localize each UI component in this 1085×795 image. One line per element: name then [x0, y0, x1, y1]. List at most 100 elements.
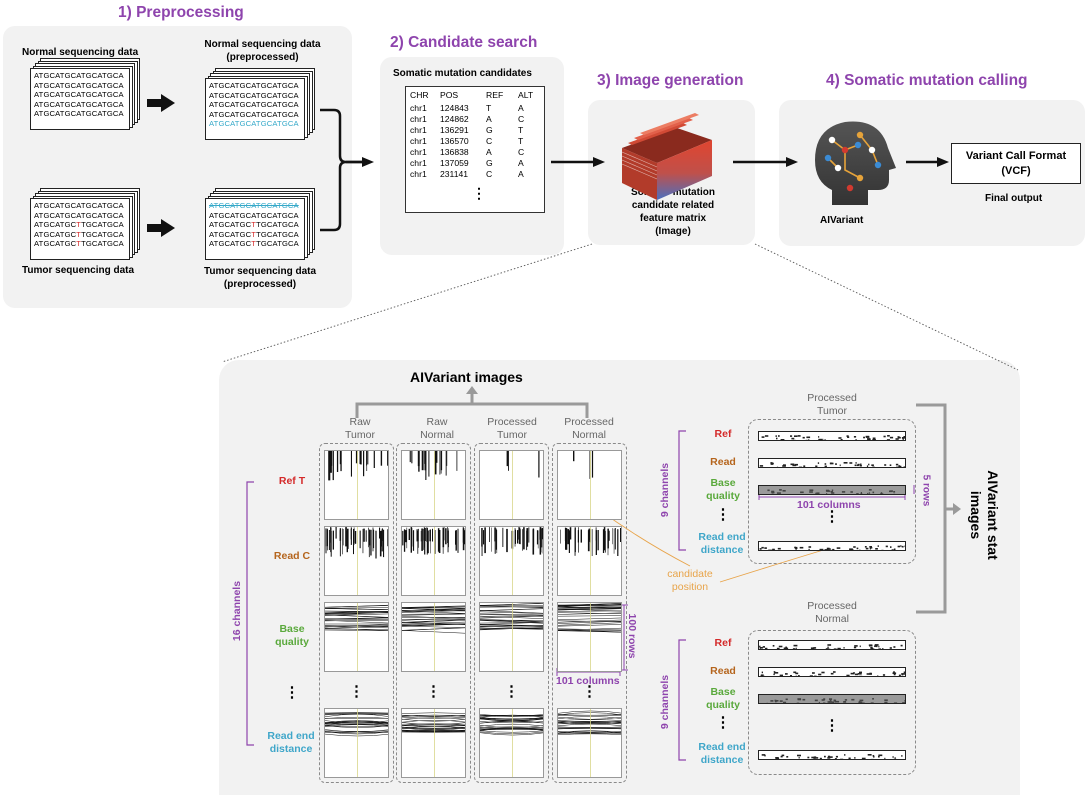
table-cell: G: [486, 125, 493, 135]
table-cell: A: [518, 169, 524, 179]
stat-channel-strip: [758, 541, 906, 551]
col-header-processed-tumor: Processed Tumor: [487, 416, 537, 441]
channel-image: [479, 602, 544, 672]
channel-image: [479, 450, 544, 520]
table-header: CHR: [410, 90, 429, 100]
candidates-title: Somatic mutation candidates: [393, 68, 532, 79]
tumor-pre-label: Tumor sequencing data (preprocessed): [203, 266, 317, 290]
candidate-search-title: 2) Candidate search: [390, 34, 538, 51]
channel-image: [479, 708, 544, 778]
somatic-calling-title: 4) Somatic mutation calling: [826, 72, 1028, 89]
table-cell: chr1: [410, 136, 427, 146]
to-candidates-arrow: [362, 157, 374, 167]
col-header-raw-normal: Raw Normal: [420, 416, 454, 441]
normal-raw-label: Normal sequencing data: [22, 47, 139, 58]
channel-image: [324, 526, 389, 596]
table-cell: chr1: [410, 158, 427, 168]
table-cell: 124843: [440, 103, 469, 113]
normal-pre-label: Normal sequencing data (preprocessed): [204, 39, 321, 63]
tumor-raw-label: Tumor sequencing data: [22, 265, 135, 276]
channel-image: [479, 526, 544, 596]
table-cell: T: [518, 125, 524, 135]
preprocess-arrows: [147, 94, 175, 237]
more-channels-indicator: ⋮: [426, 683, 441, 700]
channel-image: [324, 602, 389, 672]
channel-image: [401, 602, 466, 672]
stat-tumor-label-ref: Ref: [714, 428, 732, 440]
column-processed-tumor: [474, 443, 549, 783]
stat-channel-strip: [758, 750, 906, 760]
columns-label: 101 columns: [556, 675, 620, 687]
stat-tumor-label-read-end-distance: Read end distance: [698, 531, 746, 556]
table-cell: C: [518, 114, 525, 124]
preprocessing-title: 1) Preprocessing: [118, 4, 244, 21]
channel-label-base-quality: Base quality: [275, 623, 309, 648]
table-header: ALT: [518, 90, 534, 100]
column-raw-tumor: [319, 443, 394, 783]
normal-raw-sequences: ATGCATGCATGCATGCA ATGCATGCATGCATGCA ATGC…: [30, 58, 140, 130]
more-channels-indicator: ⋮: [582, 683, 597, 700]
table-cell: chr1: [410, 125, 427, 135]
stat-channel-strip: [758, 667, 906, 677]
column-raw-normal: [396, 443, 471, 783]
table-cell: C: [486, 136, 493, 146]
table-cell: G: [486, 158, 493, 168]
stat-tumor-label-read: Read: [710, 456, 736, 468]
table-cell: 136291: [440, 125, 469, 135]
stat-normal-label-more: ⋮: [715, 714, 731, 731]
table-header: REF: [486, 90, 504, 100]
stat-tumor-label-base-quality: Base quality: [706, 477, 740, 502]
channel-image: [401, 526, 466, 596]
col-header-processed-normal: Processed Normal: [564, 416, 614, 441]
stat-columns-label: 101 columns: [797, 499, 861, 511]
table-cell: 137059: [440, 158, 469, 168]
table-cell: C: [486, 169, 493, 179]
table-cell: A: [518, 158, 524, 168]
to-image-arrow: [593, 157, 605, 167]
table-cell: 136838: [440, 147, 469, 157]
channel-label-more: ⋮: [284, 684, 300, 701]
stat-tumor-label-more: ⋮: [715, 506, 731, 523]
stat-channel-strip: [758, 694, 906, 704]
table-cell: chr1: [410, 103, 427, 113]
stat-normal-header: Processed Normal: [807, 600, 857, 625]
table-cell: T: [486, 103, 492, 113]
channel-label-read: Read C: [273, 550, 311, 562]
to-vcf-arrow: [937, 157, 949, 167]
stat-normal-box: [748, 630, 916, 775]
channel-label-read-end-distance: Read end distance: [267, 730, 315, 755]
stat-channel-strip: [758, 640, 906, 650]
vcf-label: Variant Call Format (VCF): [965, 150, 1067, 177]
vcf-box: [951, 143, 1081, 184]
table-cell: A: [486, 147, 492, 157]
feature-matrix-icon: [621, 113, 712, 200]
image-generation-title: 3) Image generation: [597, 72, 744, 89]
column-processed-normal: [552, 443, 627, 783]
to-calling-arrow: [786, 157, 798, 167]
channel-image: [324, 708, 389, 778]
stat-channel-strip: [758, 431, 906, 441]
stat-normal-label-ref: Ref: [714, 637, 732, 649]
candidate-position-label: candidate position: [667, 568, 713, 593]
stat-tumor-box: [748, 419, 916, 564]
col-header-raw-tumor: Raw Tumor: [345, 416, 375, 441]
merge-bracket: [320, 108, 362, 232]
table-more-indicator: ⋮: [472, 185, 486, 201]
aivariant-model-label: AIVariant: [820, 215, 864, 226]
more-stat-channels-indicator: ⋮: [824, 508, 840, 525]
channel-image: [324, 450, 389, 520]
more-channels-indicator: ⋮: [349, 683, 364, 700]
table-cell: 136570: [440, 136, 469, 146]
more-channels-indicator: ⋮: [504, 683, 519, 700]
stat-channel-strip: [758, 458, 906, 468]
final-output-label: Final output: [985, 193, 1043, 204]
more-stat-channels-indicator: ⋮: [824, 717, 840, 734]
tumor-preprocessed-sequences: ATGCATGCATGCATGCA ATGCATGCATGCATGCA ATGC…: [205, 188, 315, 260]
stat-normal-label-read: Read: [710, 665, 736, 677]
channel-image: [557, 602, 622, 672]
table-cell: chr1: [410, 114, 427, 124]
table-cell: C: [518, 147, 525, 157]
table-cell: chr1: [410, 169, 427, 179]
channel-image: [557, 708, 622, 778]
